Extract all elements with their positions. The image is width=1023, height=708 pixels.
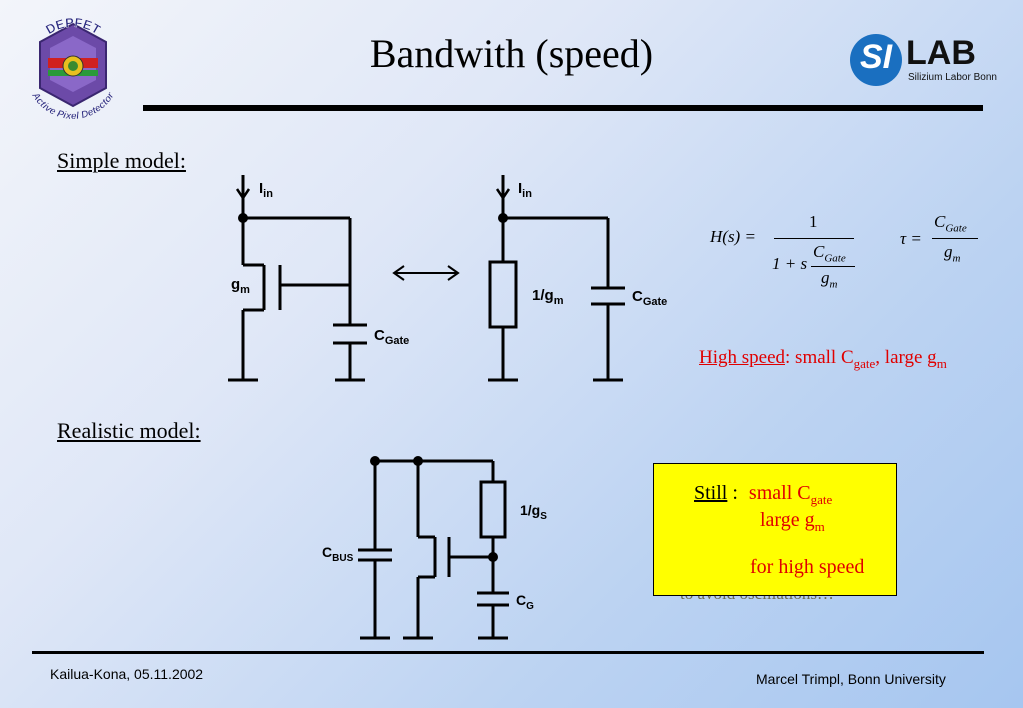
circuit-realistic (358, 456, 509, 640)
callout-line-1: Still : small Cgate (694, 482, 833, 507)
gs-label: 1/gS (520, 502, 547, 522)
header-rule (143, 105, 983, 111)
time-constant-lhs: τ = (900, 229, 922, 248)
high-speed-label: High speed (699, 347, 786, 368)
time-constant-num: CGate (934, 212, 967, 235)
time-constant-den: gm (944, 242, 961, 265)
footer-location-date: Kailua-Kona, 05.11.2002 (50, 666, 204, 682)
callout-still: Still (694, 482, 728, 504)
circuit1-cap-label: CGate (374, 327, 410, 347)
time-constant-bar (932, 238, 978, 239)
slide-title: Bandwith (speed) (369, 31, 654, 76)
transfer-function-inner-bar (811, 266, 855, 267)
transfer-function-inner-den: gm (821, 268, 838, 291)
silab-logo-circle (850, 34, 902, 86)
circuit2-cap-label: CGate (632, 288, 668, 308)
transfer-function: H(s) = 1 1 + s CGate gm (708, 208, 868, 300)
footer-author: Marcel Trimpl, Bonn University (756, 671, 946, 687)
silab-logo-lab: LAB (906, 34, 976, 72)
equivalence-arrow (392, 265, 460, 281)
transfer-function-bar (774, 238, 854, 239)
svg-text:DEPFET: DEPFET (43, 15, 103, 37)
circuit1-current-label: Iin (259, 180, 273, 200)
circuit2-current-label: Iin (518, 180, 532, 200)
callout-line-2: large gm (760, 509, 825, 534)
circuit1-gm-label: gm (231, 276, 250, 296)
silab-logo-subtitle: Silizium Labor Bonn (908, 72, 997, 83)
depfet-logo-title: DEPFET (43, 15, 104, 38)
cg-label: CG (516, 592, 534, 612)
callout-line-3: for high speed (750, 556, 865, 578)
silab-logo: SI LAB Silizium Labor Bonn (848, 32, 998, 88)
simple-model-heading: Simple model: (57, 148, 186, 173)
cbus-label: CBUS (322, 544, 354, 564)
time-constant: τ = CGate gm (898, 212, 988, 282)
circuit-transistor (228, 175, 367, 382)
transfer-function-inner-num: CGate (813, 242, 846, 265)
high-speed-note: High speed: small Cgate, large gm (699, 347, 947, 371)
realistic-model-heading: Realistic model: (57, 418, 201, 443)
depfet-logo: DEPFET Active Pixel Detector (18, 10, 128, 123)
speed-callout-box: Still : small Cgate large gm for high sp… (653, 463, 897, 596)
transfer-function-lhs: H(s) = (710, 227, 756, 246)
silab-logo-si: SI (859, 38, 893, 76)
circuit-resistor (488, 175, 625, 382)
circuit2-res-label: 1/gm (532, 287, 564, 307)
transfer-function-numerator: 1 (809, 212, 818, 231)
footer-rule (32, 651, 984, 654)
transfer-function-denominator: 1 + s (772, 254, 808, 273)
